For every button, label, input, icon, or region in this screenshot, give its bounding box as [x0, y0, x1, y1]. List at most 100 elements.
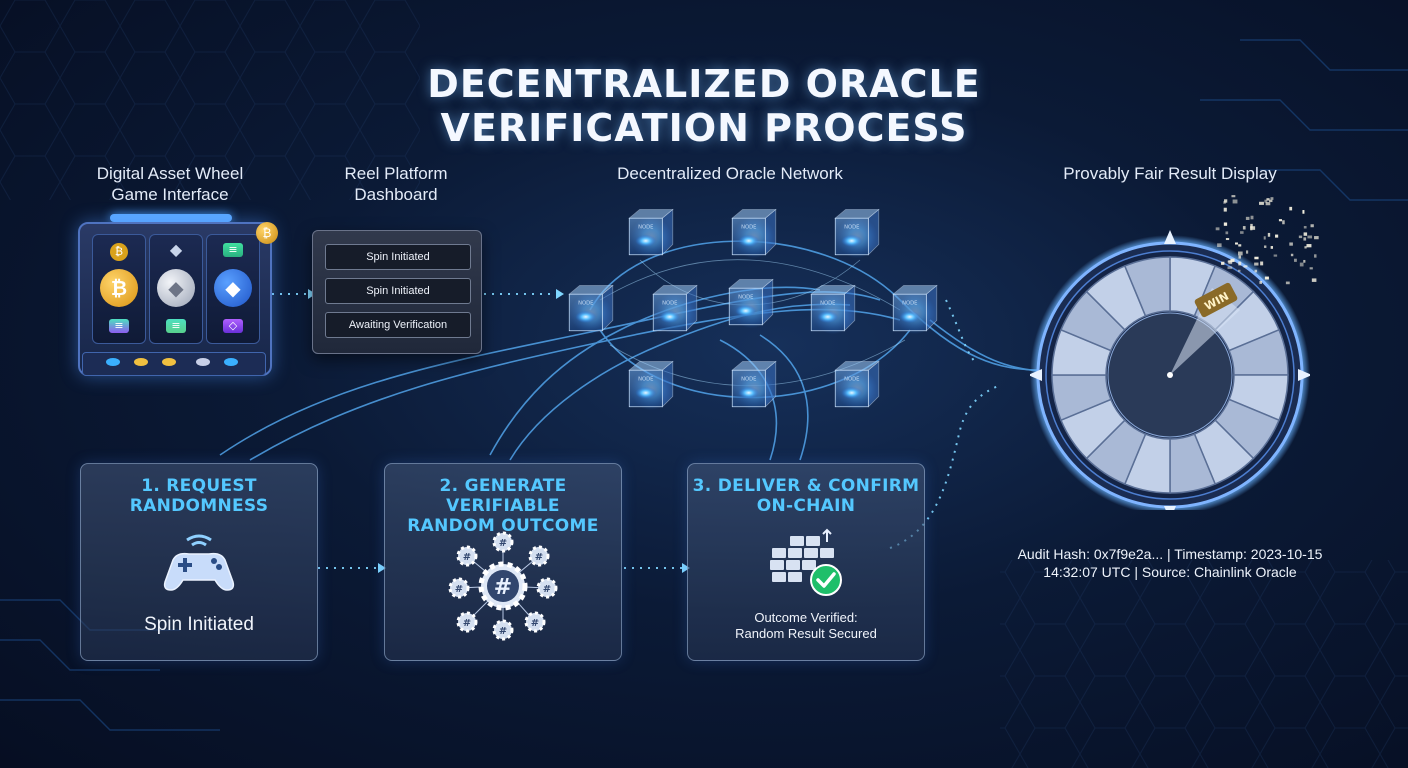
dashboard-status-row: Awaiting Verification	[325, 312, 471, 338]
bitcoin-icon: ₿	[110, 243, 128, 261]
small-gear-icon	[536, 577, 558, 599]
small-gear-hash: #	[543, 584, 551, 595]
small-gear-hash: #	[463, 618, 471, 629]
step-card-deliver: 3. DELIVER & CONFIRM ON-CHAIN Outcome Ve…	[687, 463, 925, 661]
slot-light	[106, 358, 120, 366]
oracle-node-cube: NODE	[892, 284, 938, 335]
solana-icon: ≡	[109, 319, 129, 333]
oracle-node-cube: NODE	[731, 208, 777, 259]
oracle-node-cube: NODE	[652, 284, 698, 335]
small-gear-hash: #	[531, 618, 539, 629]
platform-dashboard-label: Reel Platform Dashboard	[306, 163, 486, 205]
small-gear-icon	[448, 577, 470, 599]
oracle-node-cube: NODE	[628, 208, 674, 259]
slot-light	[224, 358, 238, 366]
reel-2: ◆ ◆ ≡	[149, 234, 203, 344]
gear-network-icon: # # # # # # # # #	[448, 531, 558, 641]
small-gear-icon	[492, 531, 514, 553]
small-gear-icon	[528, 545, 550, 567]
svg-text:NODE: NODE	[844, 225, 859, 231]
step-3-caption-line-1: Outcome Verified:	[754, 610, 858, 625]
step-1-caption: Spin Initiated	[144, 614, 254, 635]
small-gear-hash: #	[535, 552, 543, 563]
game-interface-label: Digital Asset Wheel Game Interface	[70, 163, 270, 205]
small-gear-hash: #	[455, 584, 463, 595]
svg-text:NODE: NODE	[741, 225, 756, 231]
result-display-label: Provably Fair Result Display	[1063, 164, 1277, 183]
small-gear-hash: #	[499, 538, 507, 549]
reel-platform-dashboard: Spin Initiated Spin Initiated Awaiting V…	[312, 230, 482, 354]
platform-label-line-2: Dashboard	[354, 185, 438, 204]
dashboard-status-row: Spin Initiated	[325, 278, 471, 304]
svg-text:NODE: NODE	[638, 225, 653, 231]
gamepad-icon	[163, 534, 235, 591]
wheel-segment	[1123, 256, 1171, 317]
step-card-generate: 2. GENERATE VERIFIABLE RANDOM OUTCOME ##…	[384, 463, 622, 661]
solana-icon: ≡	[223, 243, 243, 257]
step-1-title: 1. REQUEST RANDOMNESS	[81, 476, 317, 516]
slot-light	[196, 358, 210, 366]
small-gear-icon	[524, 611, 546, 633]
reel-3: ≡ ◆ ◇	[206, 234, 260, 344]
wheel-segments	[1051, 256, 1289, 494]
svg-text:NODE: NODE	[902, 301, 917, 307]
step-3-title-line-2: ON-CHAIN	[756, 496, 856, 516]
oracle-node-cube: NODE	[834, 208, 880, 259]
platform-label-line-1: Reel Platform	[344, 164, 448, 183]
step-3-title: 3. DELIVER & CONFIRM ON-CHAIN	[688, 476, 924, 516]
slot-machine[interactable]: ₿ ₿ ≡ ◆ ◆ ≡ ≡ ◆ ◇	[78, 222, 272, 376]
step-2-title-line-2: RANDOM OUTCOME	[407, 516, 599, 536]
oracle-node-cube: NODE	[834, 360, 880, 411]
ethereum-coin-icon: ◆	[157, 269, 195, 307]
svg-text:NODE: NODE	[738, 295, 753, 301]
oracle-node-cube: NODE	[568, 284, 614, 335]
small-gear-icon	[492, 619, 514, 641]
audit-info: Audit Hash: 0x7f9e2a... | Timestamp: 202…	[970, 545, 1370, 581]
solana-icon: ≡	[166, 319, 186, 333]
reel-1: ₿ ₿ ≡	[92, 234, 146, 344]
title-line-1: DECENTRALIZED ORACLE	[427, 62, 981, 106]
slot-light	[162, 358, 176, 366]
small-gear-icon	[456, 611, 478, 633]
game-label-line-1: Digital Asset Wheel	[96, 164, 244, 183]
small-gear-icon	[456, 545, 478, 567]
bitcoin-coin-icon: ₿	[100, 269, 138, 307]
ethereum-icon: ◆	[169, 240, 183, 259]
title-line-2: VERIFICATION PROCESS	[440, 106, 968, 150]
small-gear-hash: #	[499, 626, 507, 637]
step-3-title-line-1: 3. DELIVER & CONFIRM	[692, 476, 920, 496]
svg-text:NODE: NODE	[820, 301, 835, 307]
polygon-icon: ◇	[223, 319, 243, 333]
dashboard-status-row: Spin Initiated	[325, 244, 471, 270]
svg-text:NODE: NODE	[741, 377, 756, 383]
step-card-request: 1. REQUEST RANDOMNESS Spin Initiated	[80, 463, 318, 661]
ethereum-coin-icon: ◆	[214, 269, 252, 307]
step-1-title-line-2: RANDOMNESS	[129, 496, 269, 516]
oracle-node-cube: NODE	[731, 360, 777, 411]
provably-fair-wheel: WIN	[1030, 230, 1310, 510]
svg-text:NODE: NODE	[578, 301, 593, 307]
step-3-caption: Outcome Verified: Random Result Secured	[688, 610, 924, 642]
step-2-title-line-1: 2. GENERATE VERIFIABLE	[439, 476, 567, 516]
small-gear-hash: #	[463, 552, 471, 563]
game-label-line-2: Game Interface	[111, 185, 229, 204]
svg-text:NODE: NODE	[638, 377, 653, 383]
audit-line-1: Audit Hash: 0x7f9e2a... | Timestamp: 202…	[1017, 546, 1323, 562]
slot-light	[134, 358, 148, 366]
oracle-node-cube: NODE	[628, 360, 674, 411]
svg-text:NODE: NODE	[844, 377, 859, 383]
step-3-caption-line-2: Random Result Secured	[735, 626, 877, 641]
blockchain-check-icon	[770, 528, 842, 596]
svg-text:NODE: NODE	[662, 301, 677, 307]
oracle-network-label: Decentralized Oracle Network	[617, 164, 843, 183]
step-1-title-line-1: 1. REQUEST	[141, 476, 257, 496]
bitcoin-token-icon: ₿	[256, 222, 278, 244]
page-title: DECENTRALIZED ORACLE VERIFICATION PROCES…	[0, 62, 1408, 150]
audit-line-2: 14:32:07 UTC | Source: Chainlink Oracle	[1043, 564, 1297, 580]
step-2-title: 2. GENERATE VERIFIABLE RANDOM OUTCOME	[385, 476, 621, 536]
hash-symbol: #	[494, 575, 512, 600]
oracle-node-cube: NODE	[810, 284, 856, 335]
slot-light-bar	[110, 214, 232, 222]
oracle-node-cube: NODE	[728, 278, 774, 329]
